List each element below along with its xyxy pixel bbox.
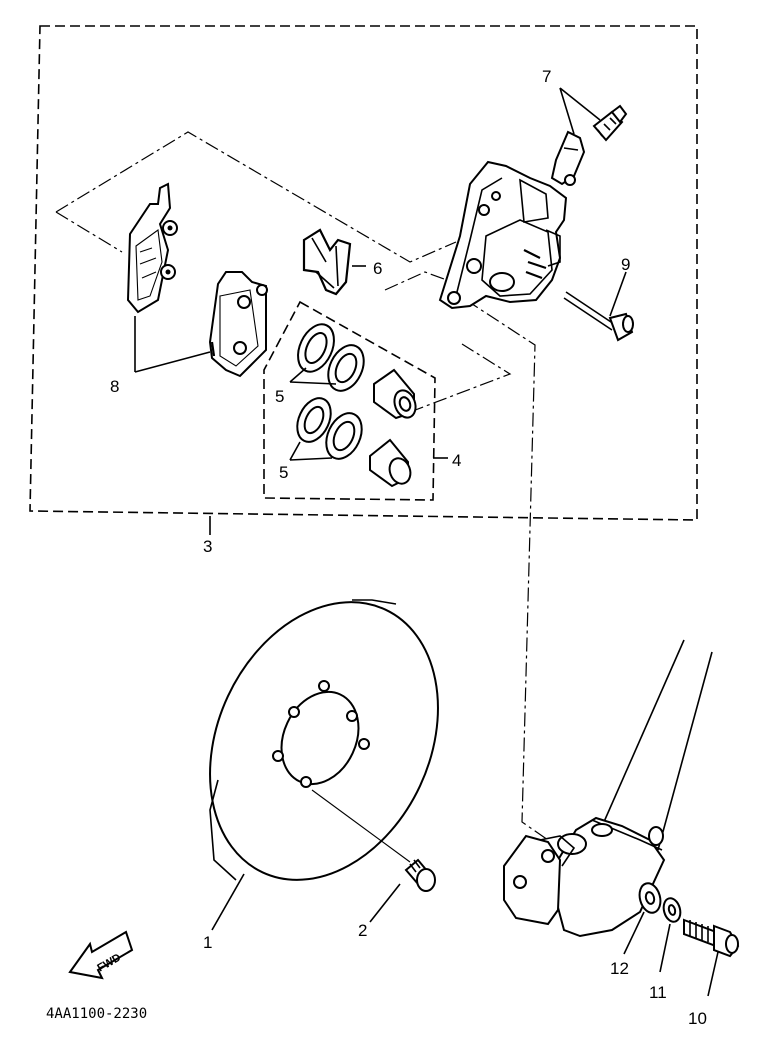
- leader-5a: [289, 367, 337, 385]
- caliper-body: [438, 160, 568, 310]
- fwd-arrow-icon: [68, 930, 134, 980]
- callout-2: 2: [358, 921, 367, 940]
- projection-line-bracket: [384, 271, 453, 291]
- brake-pad-left: [126, 182, 178, 314]
- lock-washer: [662, 897, 682, 923]
- pistons: [369, 368, 417, 488]
- projection-line-piston: [409, 343, 512, 413]
- disc-screw: [311, 789, 436, 892]
- piston-seals: [296, 323, 365, 460]
- seal-kit-box-4: [263, 300, 436, 501]
- callout-9: 9: [621, 255, 630, 274]
- callout-4: 4: [452, 451, 461, 470]
- pad-spring: [302, 228, 352, 296]
- bleed-screw: [550, 104, 628, 186]
- projection-line-to-fork: [465, 299, 549, 841]
- leader-7: [559, 87, 601, 135]
- brake-pad-right: [208, 271, 268, 378]
- callout-12: 12: [610, 959, 629, 978]
- leader-5b: [289, 441, 333, 461]
- plain-washer: [638, 882, 662, 914]
- callout-10: 10: [688, 1009, 707, 1028]
- projection-line-pads-lower: [55, 211, 123, 253]
- leader-8: [134, 316, 211, 373]
- front-fork: [503, 639, 713, 938]
- brake-disc: [209, 599, 439, 881]
- callout-1: 1: [203, 933, 212, 952]
- callout-5b: 5: [279, 463, 288, 482]
- leader-2: [369, 883, 401, 923]
- assembly-box-3: [29, 25, 698, 521]
- callout-7: 7: [542, 67, 551, 86]
- diagram-code: 4AA1100-2230: [46, 1006, 147, 1022]
- caliper-bolt: [563, 291, 634, 342]
- leader-1: [211, 873, 245, 931]
- callout-3: 3: [203, 537, 212, 556]
- leader-9: [609, 271, 627, 317]
- callout-8: 8: [110, 377, 119, 396]
- leader-10: [707, 951, 719, 997]
- callout-5a: 5: [275, 387, 284, 406]
- callout-6: 6: [373, 259, 382, 278]
- leader-12: [623, 911, 645, 955]
- projection-line-pads: [55, 131, 457, 263]
- fork-bolt: [683, 918, 740, 958]
- callout-11: 11: [649, 983, 667, 1002]
- leader-11: [659, 923, 671, 973]
